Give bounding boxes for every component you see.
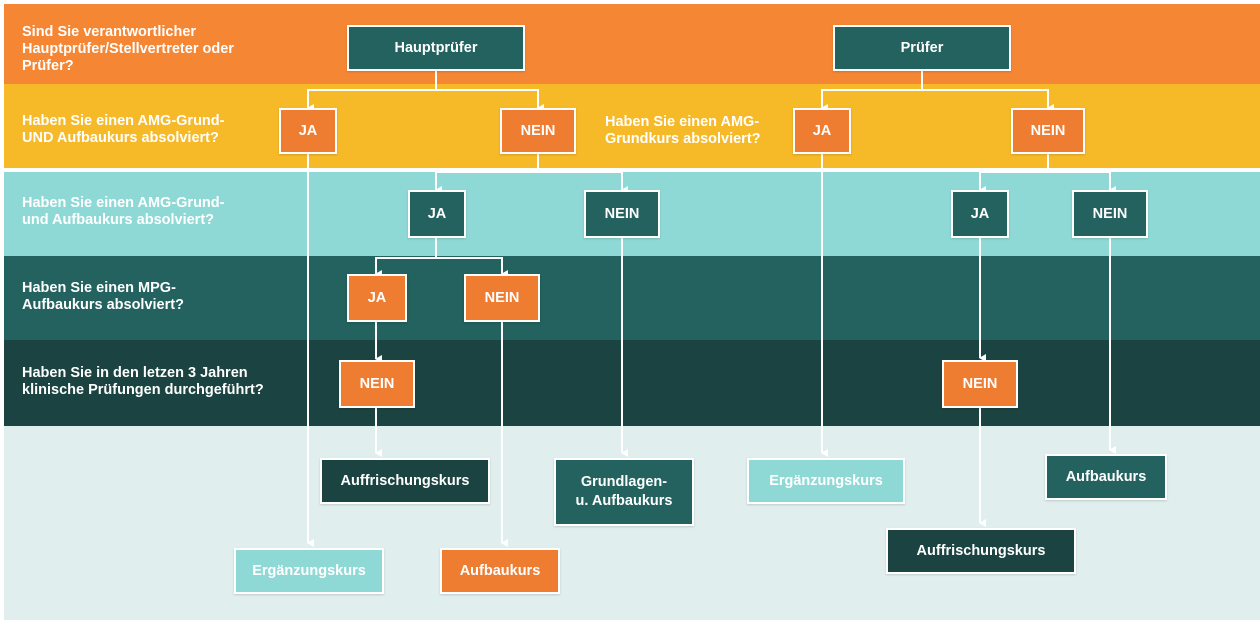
outcome-aufbaukurs-p[interactable]: Aufbaukurs: [1045, 454, 1167, 500]
outcome-aufbaukurs-hp[interactable]: Aufbaukurs: [440, 548, 560, 594]
node-hp-r3-ja[interactable]: JA: [408, 190, 466, 238]
node-hp-nein[interactable]: NEIN: [500, 108, 576, 154]
node-p-r3-ja[interactable]: JA: [951, 190, 1009, 238]
node-hp-r5-nein[interactable]: NEIN: [339, 360, 415, 408]
node-hp-ja[interactable]: JA: [279, 108, 337, 154]
band-row-5: [4, 340, 1260, 426]
node-p-nein[interactable]: NEIN: [1011, 108, 1085, 154]
node-hp-r4-nein[interactable]: NEIN: [464, 274, 540, 322]
node-p-ja[interactable]: JA: [793, 108, 851, 154]
node-pruefer[interactable]: Prüfer: [833, 25, 1011, 71]
outcome-auffrischungskurs-p[interactable]: Auffrischungskurs: [886, 528, 1076, 574]
question-amg-grund-und-aufbau-upper: Haben Sie einen AMG-Grund- UND Aufbaukur…: [22, 113, 225, 146]
outcome-ergaenzungskurs-p[interactable]: Ergänzungskurs: [747, 458, 905, 504]
node-p-r3-nein[interactable]: NEIN: [1072, 190, 1148, 238]
node-hp-r4-ja[interactable]: JA: [347, 274, 407, 322]
node-p-r5-nein[interactable]: NEIN: [942, 360, 1018, 408]
outcome-auffrischungskurs-hp[interactable]: Auffrischungskurs: [320, 458, 490, 504]
question-role: Sind Sie verantwortlicher Hauptprüfer/St…: [22, 24, 234, 74]
outcome-ergaenzungskurs-hp[interactable]: Ergänzungskurs: [234, 548, 384, 594]
question-amg-grundkurs: Haben Sie einen AMG- Grundkurs absolvier…: [605, 114, 761, 147]
band-row-4: [4, 256, 1260, 340]
question-mpg-aufbau: Haben Sie einen MPG- Aufbaukurs absolvie…: [22, 280, 184, 313]
node-hauptpruefer[interactable]: Hauptprüfer: [347, 25, 525, 71]
outcome-grundlagen-aufbaukurs[interactable]: Grundlagen- u. Aufbaukurs: [554, 458, 694, 526]
node-hp-r3-nein[interactable]: NEIN: [584, 190, 660, 238]
question-last-3-years: Haben Sie in den letzen 3 Jahren klinisc…: [22, 365, 264, 398]
question-amg-grund-und-aufbau: Haben Sie einen AMG-Grund- und Aufbaukur…: [22, 195, 225, 228]
band-row-1: [4, 4, 1260, 84]
